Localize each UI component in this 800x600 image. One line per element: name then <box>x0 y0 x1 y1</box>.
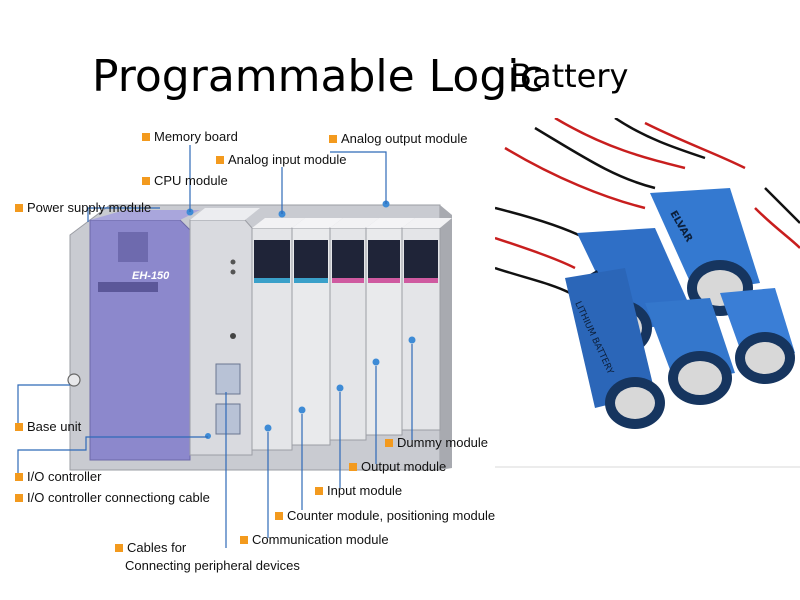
label-marker-icon <box>15 423 23 431</box>
battery-cell-3: LITHIUM BATTERY <box>565 268 665 429</box>
label-dummy-module: Dummy module <box>385 435 488 450</box>
label-marker-icon <box>115 544 123 552</box>
label-marker-icon <box>385 439 393 447</box>
io-module-1 <box>251 218 305 451</box>
label-memory-board: Memory board <box>142 129 238 144</box>
label-analog-input-module: Analog input module <box>216 152 347 167</box>
label-marker-icon <box>349 463 357 471</box>
label-communication-module: Communication module <box>240 532 389 547</box>
psu-brand-text: EH-150 <box>132 270 170 282</box>
label-marker-icon <box>15 473 23 481</box>
label-counter-module: Counter module, positioning module <box>275 508 495 523</box>
battery-photo: ELVAR ELVAR LITHIUM BATTERY <box>495 118 800 468</box>
label-output-module: Output module <box>349 459 446 474</box>
label-marker-icon <box>15 204 23 212</box>
label-connecting-peripheral-devices: Connecting peripheral devices <box>125 558 300 573</box>
label-power-supply-module: Power supply module <box>15 200 151 215</box>
base-unit-screw <box>67 373 81 387</box>
label-analog-output-module: Analog output module <box>329 131 467 146</box>
io-module-3 <box>329 218 379 441</box>
label-marker-icon <box>329 135 337 143</box>
io-module-2 <box>291 218 343 446</box>
label-marker-icon <box>142 177 150 185</box>
battery-cell-2: ELVAR <box>650 188 760 316</box>
label-io-controller: I/O controller <box>15 469 101 484</box>
label-marker-icon <box>15 494 23 502</box>
section-subtitle-battery: Battery <box>510 57 629 95</box>
label-cpu-module: CPU module <box>142 173 228 188</box>
page-title: Programmable Logic <box>92 51 544 102</box>
battery-cell-4 <box>645 298 735 405</box>
battery-cell-5 <box>720 288 795 384</box>
label-base-unit: Base unit <box>15 419 81 434</box>
label-marker-icon <box>240 536 248 544</box>
label-marker-icon <box>142 133 150 141</box>
label-marker-icon <box>275 512 283 520</box>
label-marker-icon <box>315 487 323 495</box>
io-module-4 <box>365 218 415 436</box>
label-io-controller-cable: I/O controller connectiong cable <box>15 490 210 505</box>
label-marker-icon <box>216 156 224 164</box>
label-cables-for: Cables for <box>115 540 186 555</box>
leader-lines <box>17 145 413 548</box>
label-input-module: Input module <box>315 483 402 498</box>
